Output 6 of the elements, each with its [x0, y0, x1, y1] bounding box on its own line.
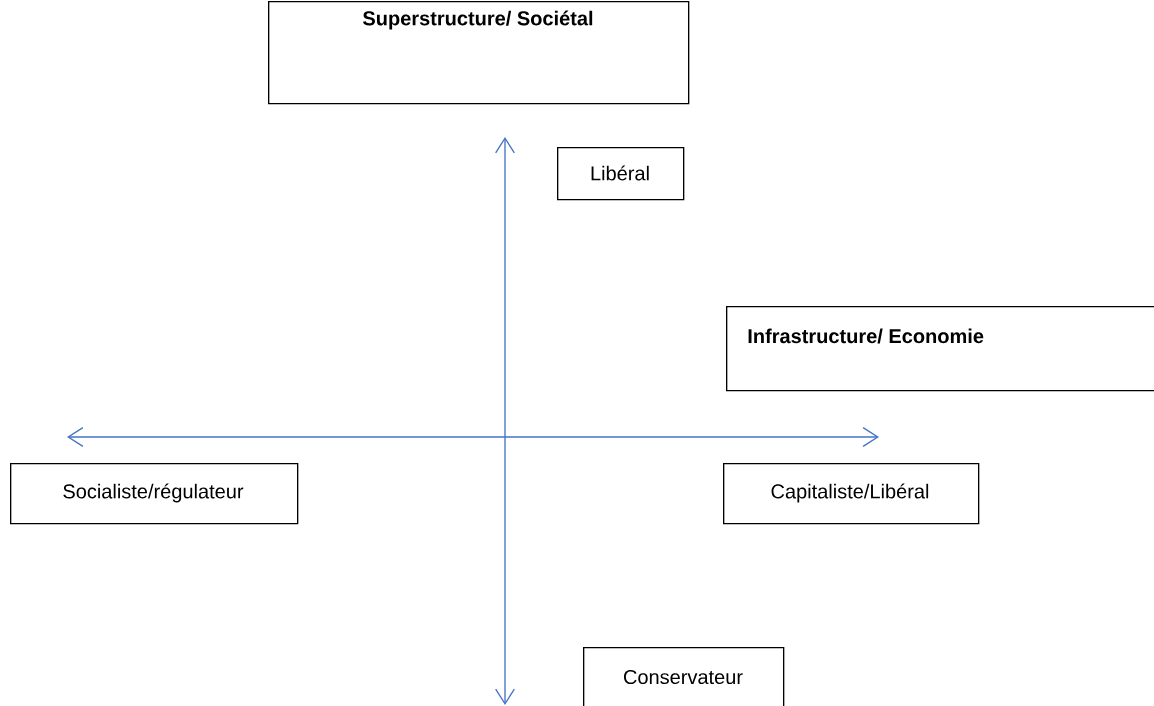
text-box: Libéral [557, 147, 685, 201]
text-box: Infrastructure/ Economie [726, 306, 1154, 392]
text-box: Socialiste/régulateur [10, 463, 299, 525]
text-box: Conservateur [583, 647, 785, 706]
text-box: Superstructure/ Sociétal [268, 1, 690, 105]
text-box: Capitaliste/Libéral [723, 463, 980, 525]
